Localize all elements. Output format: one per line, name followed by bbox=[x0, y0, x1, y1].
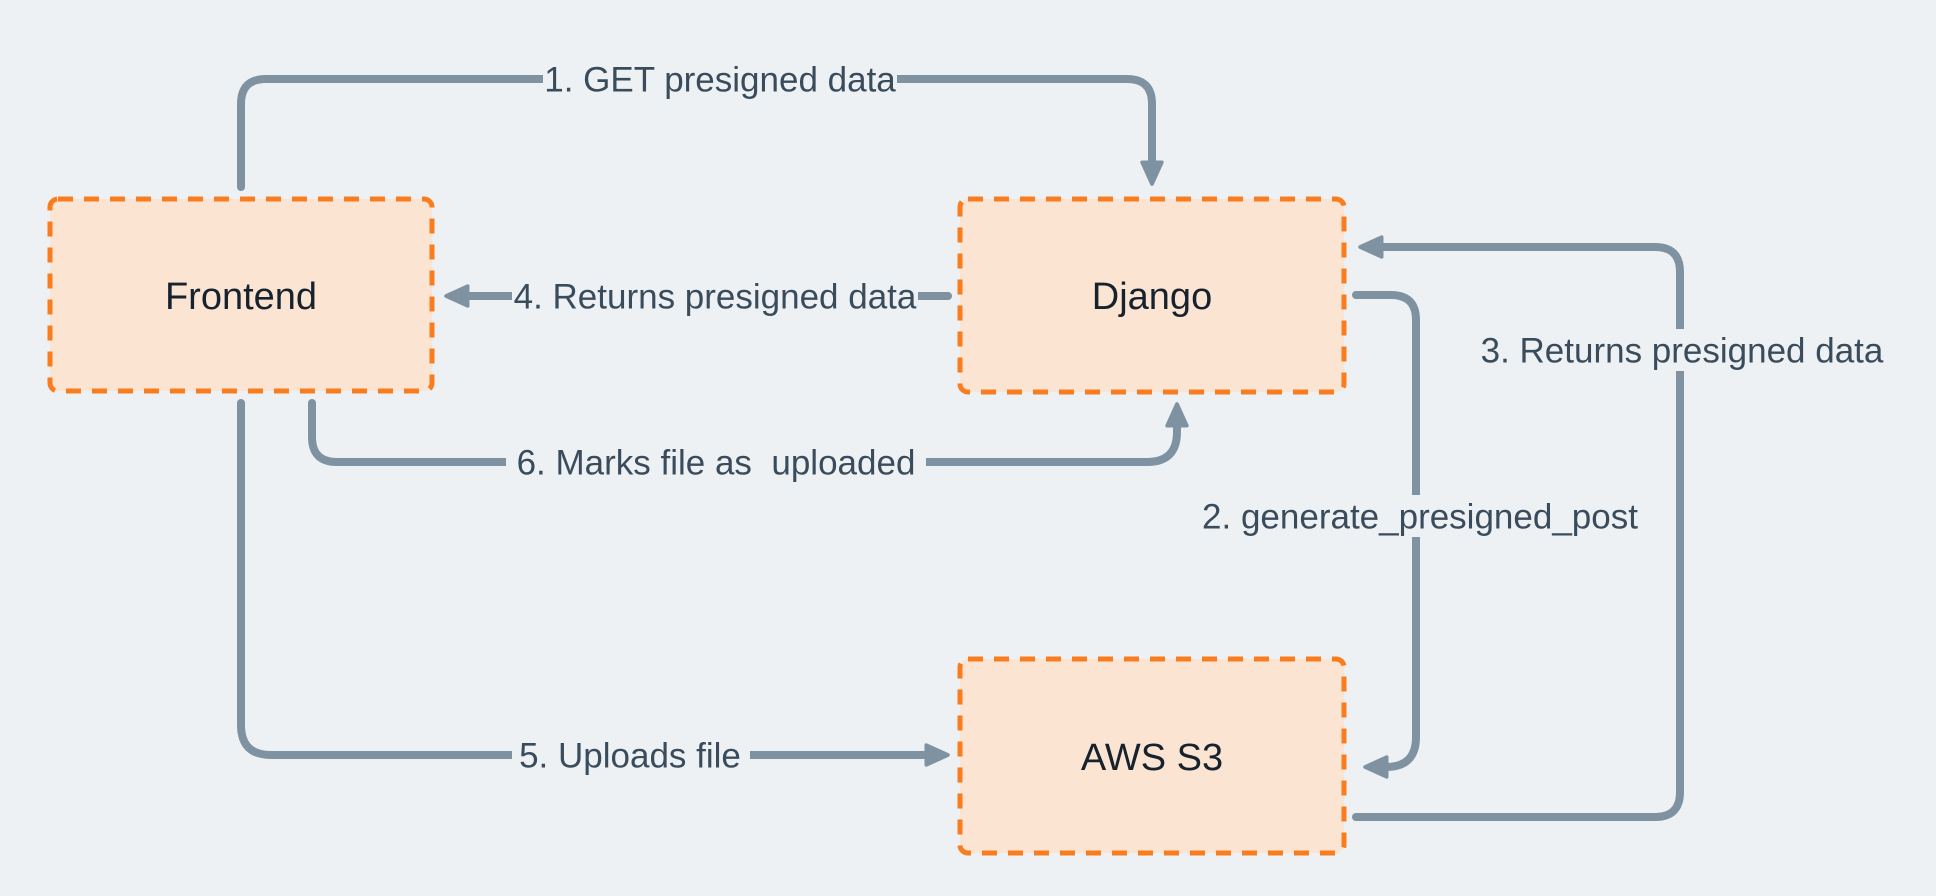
edge-generate-presigned-post bbox=[1352, 291, 1420, 779]
node-frontend: Frontend bbox=[47, 196, 435, 394]
node-django-box bbox=[957, 196, 1347, 395]
node-frontend-box bbox=[47, 196, 435, 394]
label-mask-2 bbox=[1197, 495, 1643, 537]
edge-label-get-presigned-data: 1. GET presigned data bbox=[544, 61, 896, 100]
label-mask-6 bbox=[506, 442, 926, 482]
label-mask-3 bbox=[1476, 329, 1888, 371]
edge-returns-presigned-data-to-django bbox=[1352, 235, 1684, 821]
node-django: Django bbox=[957, 196, 1347, 395]
label-mask-1 bbox=[543, 59, 897, 100]
node-aws-s3: AWS S3 bbox=[957, 656, 1347, 856]
node-aws-s3-label: AWS S3 bbox=[1081, 737, 1223, 779]
node-aws-s3-box bbox=[957, 656, 1347, 856]
edge-uploads-file bbox=[237, 399, 950, 767]
node-django-label: Django bbox=[1092, 276, 1212, 318]
edge-label-marks-file-uploaded: 6. Marks file as uploaded bbox=[517, 444, 916, 483]
label-mask-4 bbox=[512, 276, 918, 316]
edge-label-returns-presigned-data-to-frontend: 4. Returns presigned data bbox=[514, 278, 917, 317]
edge-label-returns-presigned-data-to-django: 3. Returns presigned data bbox=[1481, 332, 1884, 371]
edge-label-generate-presigned-post: 2. generate_presigned_post bbox=[1202, 498, 1638, 537]
label-mask-5 bbox=[512, 735, 750, 775]
node-frontend-label: Frontend bbox=[165, 276, 317, 318]
edge-label-uploads-file: 5. Uploads file bbox=[519, 737, 741, 776]
